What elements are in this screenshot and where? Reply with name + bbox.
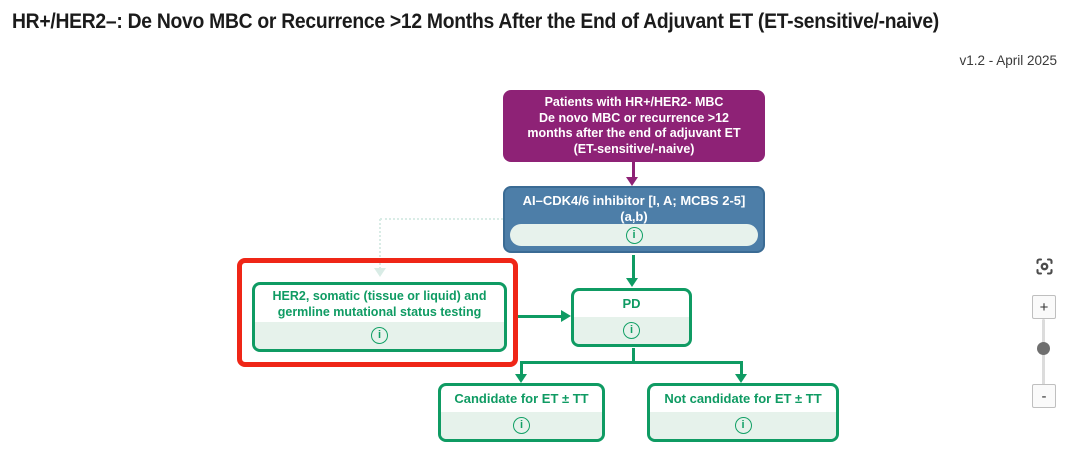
patients-line: Patients with HR+/HER2- MBC <box>544 95 724 109</box>
treatment-line: (a,b) <box>620 209 648 224</box>
not-candidate-node[interactable]: Not candidate for ET ± TT i <box>647 383 839 442</box>
testing-text: HER2, somatic (tissue or liquid) and ger… <box>255 285 504 322</box>
patients-line: De novo MBC or recurrence >12 <box>539 110 729 125</box>
arrowhead-right <box>561 310 571 322</box>
arrowhead-down <box>626 278 638 287</box>
treatment-info-strip[interactable]: i <box>510 224 758 246</box>
treatment-line: AI–CDK4/6 inhibitor [I, A; MCBS 2-5] <box>522 193 746 208</box>
testing-line: germline mutational status testing <box>277 304 482 319</box>
candidate-info-strip[interactable]: i <box>441 412 602 439</box>
not-candidate-info-strip[interactable]: i <box>650 412 836 439</box>
pd-node[interactable]: PD i <box>571 288 692 347</box>
treatment-node: AI–CDK4/6 inhibitor [I, A; MCBS 2-5] (a,… <box>503 186 765 253</box>
connector-pd-down <box>632 348 635 363</box>
testing-line: HER2, somatic (tissue or liquid) and <box>272 288 487 303</box>
connector-treatment-to-pd <box>632 255 635 279</box>
arrowhead-down <box>515 374 527 383</box>
patients-node: Patients with HR+/HER2- MBC De novo MBC … <box>503 90 765 162</box>
candidate-node[interactable]: Candidate for ET ± TT i <box>438 383 605 442</box>
candidate-text: Candidate for ET ± TT <box>441 386 602 412</box>
info-circle-icon[interactable]: i <box>625 226 643 244</box>
center-focus-button[interactable] <box>1033 257 1055 279</box>
not-candidate-text: Not candidate for ET ± TT <box>650 386 836 412</box>
dotted-connector-vertical <box>379 219 381 269</box>
arrowhead-down <box>735 374 747 383</box>
center-focus-icon <box>1034 256 1055 280</box>
connector-branch-right <box>740 361 743 375</box>
pd-info-strip[interactable]: i <box>574 317 689 344</box>
zoom-out-button[interactable]: - <box>1032 384 1056 408</box>
candidate-label: Candidate for ET ± TT <box>454 391 589 406</box>
patients-line: months after the end of adjuvant ET <box>527 126 741 140</box>
info-circle-icon[interactable]: i <box>513 417 530 434</box>
page-title: HR+/HER2–: De Novo MBC or Recurrence >12… <box>12 10 939 33</box>
pd-text: PD <box>574 291 689 317</box>
info-circle-icon[interactable]: i <box>371 327 388 344</box>
pd-label: PD <box>622 296 641 311</box>
not-candidate-label: Not candidate for ET ± TT <box>664 391 822 406</box>
connector-testing-to-pd <box>518 315 562 318</box>
version-label: v1.2 - April 2025 <box>959 53 1057 68</box>
connector-branch-left <box>520 361 523 375</box>
testing-info-strip[interactable]: i <box>255 322 504 349</box>
connector-split-horizontal <box>520 361 743 364</box>
zoom-slider-handle[interactable] <box>1037 342 1050 355</box>
testing-node[interactable]: HER2, somatic (tissue or liquid) and ger… <box>252 282 507 352</box>
dotted-arrowhead-down <box>374 268 386 277</box>
highlight-rectangle <box>237 258 518 367</box>
info-circle-icon[interactable]: i <box>623 322 640 339</box>
connector-patients-to-treatment <box>632 161 635 178</box>
patients-line: (ET-sensitive/-naive) <box>573 141 695 156</box>
zoom-in-button[interactable]: + <box>1032 295 1056 319</box>
dotted-connector-horizontal <box>380 218 503 220</box>
arrowhead-down <box>626 177 638 186</box>
info-circle-icon[interactable]: i <box>734 417 752 434</box>
